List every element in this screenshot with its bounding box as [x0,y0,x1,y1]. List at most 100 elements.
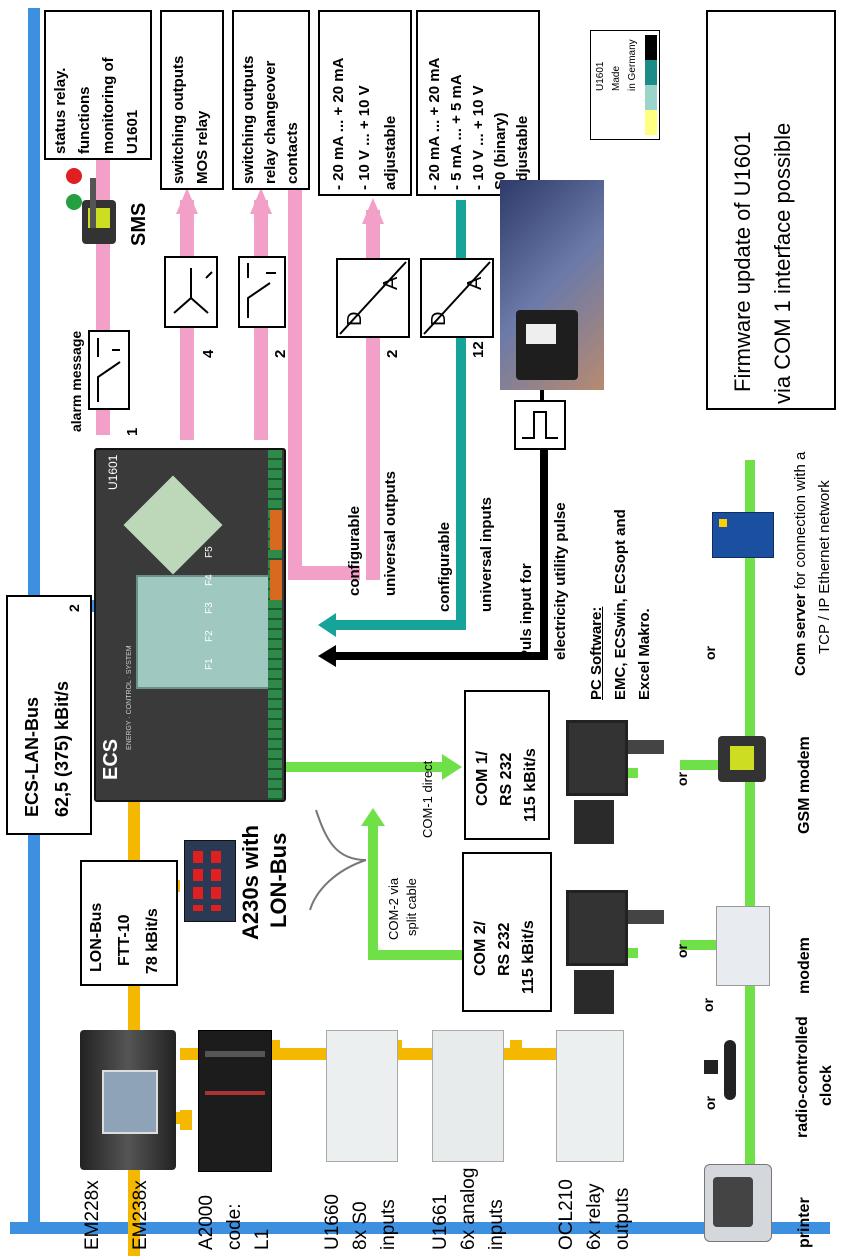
changeover-line-2: relay changeover [262,61,279,184]
analog-out-line-1: - 20 mA ... + 20 mA [330,58,347,190]
changeover-icon [240,258,284,326]
analog-in-line-1: - 20 mA ... + 20 mA [426,58,443,190]
da-out-a: A [380,277,403,290]
count-2b: 2 [384,350,401,358]
com1-line-1: COM 1/ [474,751,492,806]
status-relay-box: status relay. functions monitoring of U1… [44,10,152,160]
a2000-label-2: code: [224,1204,246,1250]
com2-line-1: COM 2/ [472,921,490,976]
analog-out-box: - 20 mA ... + 20 mA - 10 V ... + 10 V ad… [318,10,412,196]
modem-image [716,906,770,986]
split-cable-label: split cable [404,878,419,936]
made-line-2: Made [611,66,622,91]
mos-relay-line-2: MOS relay [194,111,211,184]
radio-clock-label-2: clock [818,1065,836,1106]
or-label-com1: or [674,772,690,786]
em228-label-2: EM238x [130,1180,152,1250]
made-line-3: in Germany [627,39,638,91]
ocl210-label-2: 6x relay [584,1183,606,1250]
a2000-device-image [198,1030,272,1172]
u1660-label-1: U1660 [322,1194,344,1250]
pc-software-line-1: EMC, ECSwin, ECSopt and [612,509,629,700]
mos-relay-line-1: switching outputs [170,56,187,184]
u1601-display [136,575,270,689]
da-out-d: D [344,312,367,326]
a2000-label-3: L1 [252,1229,274,1250]
analog-in-box: - 20 mA ... + 20 mA - 5 mA ... + 5 mA - … [416,10,540,196]
ecs-lan-bus-box: ECS-LAN-Bus 62,5 (375) kBit/s [6,595,92,835]
u1601-f4: F4 [204,574,215,586]
configurable-in-label: configurable [436,522,453,612]
analog-out-line-2: - 10 V ... + 10 V [356,85,373,190]
com1-arrow-right [442,754,462,780]
com1-box: COM 1/ RS 232 115 kBit/s [464,690,550,840]
a230-label-2: LON-Bus [266,833,292,928]
status-relay-line-2: functions [76,87,93,155]
u1661-label-3: inputs [486,1199,508,1250]
lon-bus-label: LON-Bus [88,903,106,972]
count-1: 1 [124,428,141,436]
com1-line-3: 115 kBit/s [522,748,540,822]
configurable-out-label: configurable [346,506,363,596]
em228-label-1: EM228x [82,1180,104,1250]
ecs-lan-bus-speed: 62,5 (375) kBit/s [52,681,73,817]
utility-pulse-label: electricity utility pulse [552,502,569,660]
com2-line-3: 115 kBit/s [520,920,538,994]
u1601-f3: F3 [204,602,215,614]
or-label-com2: or [674,944,690,958]
u1601-name: U1601 [106,455,120,490]
made-in-germany-badge: U1601 Made in Germany [590,30,660,140]
ecs-lan-bus-label: ECS-LAN-Bus [22,697,43,817]
u1661-label-2: 6x analog [458,1168,480,1250]
u1601-brand: ECS [100,739,123,780]
lon-branch-a2000 [180,1110,192,1130]
made-line-1: U1601 [595,62,606,91]
analog-in-line-2: - 5 mA ... + 5 mA [448,74,465,190]
printer-label: printer [796,1197,814,1248]
com-server-line-2: TCP / IP Ethernet network [816,480,833,654]
changeover-line-1: switching outputs [240,56,257,184]
analog-in-line-4: S0 (binary) [492,112,509,190]
u1601-terminals [268,450,282,800]
com2-horizontal [378,950,468,960]
alarm-message-label: alarm message [68,331,84,432]
u1601-keypad [124,476,223,575]
teal-arrowhead [318,613,336,637]
gsm-modem-label: GSM modem [796,736,814,834]
da-in-d: D [428,312,451,326]
com2-line-2: RS 232 [496,923,514,976]
pulse-symbol [514,400,566,450]
lon-bus-box: LON-Bus FTT-10 78 kBit/s [80,860,178,986]
ocl210-label-3: outputs [612,1188,634,1250]
status-relay-line-4: U1601 [124,110,141,154]
lon-bus-speed: 78 kBit/s [144,908,162,974]
pc-software-title: PC Software: [588,607,605,700]
u1601-device: ECS U1601 ENERGY · CONTROL · SYSTEM F1 F… [94,448,286,802]
radio-clock-label-1: radio-controlled [794,1016,812,1138]
analog-in-line-3: - 10 V ... + 10 V [470,85,487,190]
analog-in-line-5: adjustable [514,116,531,190]
mos-relay-symbol [164,256,218,328]
pink-arrowhead-changeover [250,188,272,214]
u1661-device-image [432,1030,504,1162]
changeover-symbol [238,256,286,328]
u1601-f5: F5 [204,546,215,558]
pulse-line [540,450,548,660]
pulse-icon [516,402,564,448]
mos-relay-box: switching outputs MOS relay [160,10,224,190]
u1601-subtitle: ENERGY · CONTROL · SYSTEM [126,645,133,750]
split-cable-image [296,800,386,920]
status-relay-line-3: monitoring of [100,57,117,154]
u1660-label-2: 8x S0 [350,1201,372,1250]
pulse-arrowhead [318,645,336,667]
alarm-switch-symbol [88,330,130,410]
lon-bus-type: FTT-10 [116,914,134,966]
modem-label: modem [796,937,814,994]
count-2a: 2 [272,350,289,358]
a230-device [184,840,236,922]
universal-outputs-label: universal outputs [382,471,399,596]
pink-arrowhead-mos [176,188,198,214]
da-converter-out: D A [336,258,410,338]
com-server-title: Com server [792,593,809,676]
